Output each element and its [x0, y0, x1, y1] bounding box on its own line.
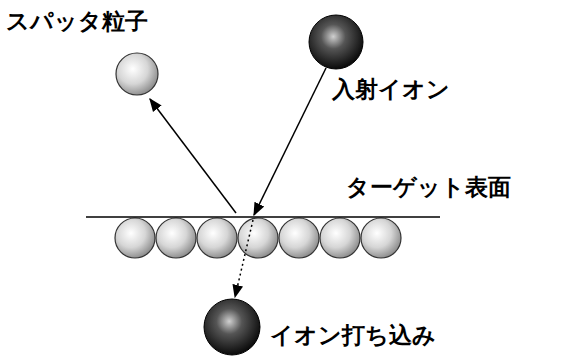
sputter-arrow — [150, 99, 236, 213]
target-atoms — [115, 218, 401, 258]
implant-label: イオン打ち込み — [270, 322, 436, 350]
surface-label: ターゲット表面 — [346, 174, 511, 202]
surface-line — [86, 216, 440, 218]
incident-ion — [309, 15, 363, 69]
particle-label: スパッタ粒子 — [6, 8, 148, 36]
incident-arrow — [254, 68, 326, 215]
sputtered-particle — [116, 53, 158, 95]
implanted-ion — [204, 299, 260, 355]
ion-label: 入射イオン — [332, 76, 450, 104]
implant-arrow — [235, 220, 253, 297]
